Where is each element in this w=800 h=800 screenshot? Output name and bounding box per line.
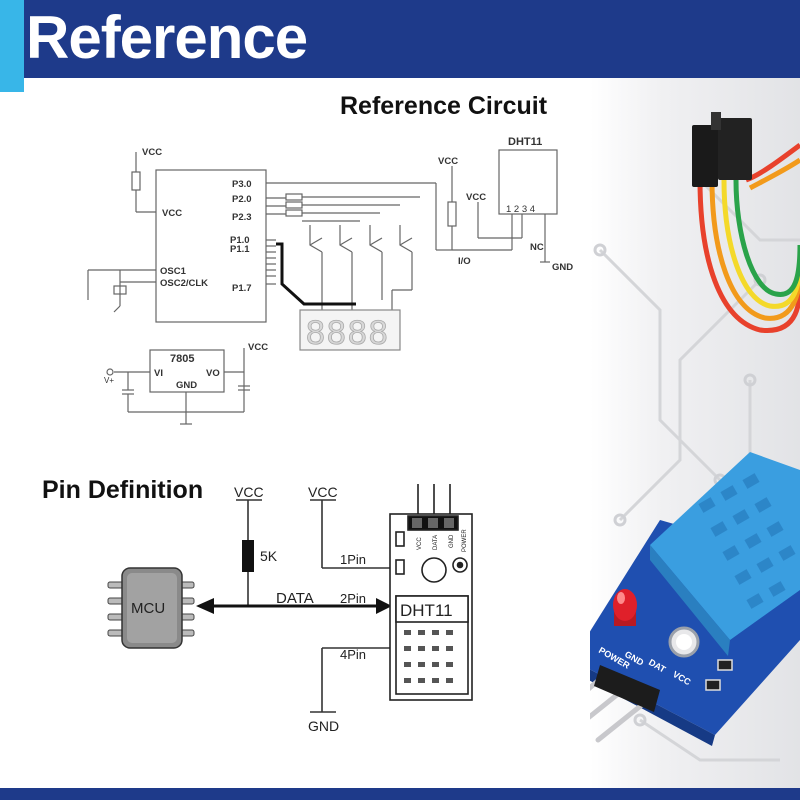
header-bar <box>0 0 800 78</box>
ref-gnd: GND <box>552 262 573 273</box>
ref-vcc-pullup: VCC <box>438 156 458 167</box>
sensor-grid <box>404 630 453 683</box>
header-pin-data: DATA <box>433 535 439 550</box>
reference-circuit-title: Reference Circuit <box>340 92 548 120</box>
pin-definition-title: Pin Definition <box>42 476 204 504</box>
ref-regulator: 7805 <box>170 353 194 365</box>
ref-reg-gnd: GND <box>176 380 197 391</box>
ref-pin-p20: P2.0 <box>232 194 252 205</box>
header-pin-gnd: GND <box>449 534 455 548</box>
pin-resistor-label: 5K <box>260 548 278 564</box>
pin-data-label: DATA <box>276 590 314 607</box>
dht11-block <box>498 149 558 215</box>
ref-dht11-label: DHT11 <box>508 136 542 148</box>
ref-vcc-left: VCC <box>142 147 162 158</box>
jumper-cable-icon <box>692 112 800 333</box>
ref-vo: VO <box>206 368 220 379</box>
pin-2pin-label: 2Pin <box>340 591 366 606</box>
ref-pin-osc1: OSC1 <box>160 266 187 277</box>
ref-reg-vcc: VCC <box>248 342 268 353</box>
ref-pin-p23: P2.3 <box>232 212 252 223</box>
dht11-module-icon: POWER GND DAT VCC <box>590 452 800 746</box>
pin-definition-diagram: VCC VCC 5K MCU DATA 1Pin 2Pin 4Pin GND D… <box>107 484 473 734</box>
mcu-chip-icon <box>107 567 195 649</box>
pin-1pin-label: 1Pin <box>340 552 366 567</box>
ref-pin-p17: P1.7 <box>232 283 252 294</box>
pin-4pin-label: 4Pin <box>340 647 366 662</box>
seven-segment-display <box>299 309 401 351</box>
ref-vcc-dht: VCC <box>466 192 486 203</box>
seven-segment-digits: 8888 <box>306 314 390 352</box>
ref-pin-p11: P1.1 <box>230 244 250 255</box>
dht11-module-outline <box>389 484 473 701</box>
ref-dht11-pins: 1 2 3 4 <box>506 204 535 215</box>
led-icon <box>613 589 637 626</box>
ref-vcc-mcu: VCC <box>162 208 182 219</box>
header-power-label: POWER <box>462 529 468 552</box>
reference-circuit-diagram: 8888 VCC VCC P3.0 P2.0 P2.3 P1.0 P1.1 P1… <box>87 136 573 425</box>
pin-vcc-left: VCC <box>234 484 264 500</box>
header-accent <box>0 0 24 92</box>
ref-vin: V+ <box>104 376 114 385</box>
pin-module-label: DHT11 <box>400 601 453 620</box>
pin-gnd-label: GND <box>308 718 339 734</box>
ref-io: I/O <box>458 256 471 267</box>
header-pin-vcc: VCC <box>417 537 423 550</box>
pin-vcc-right: VCC <box>308 484 338 500</box>
ref-pin-osc2: OSC2/CLK <box>160 278 208 289</box>
ref-nc: NC <box>530 242 544 253</box>
ref-pin-p30: P3.0 <box>232 179 252 190</box>
product-photo: POWER GND DAT VCC <box>590 78 800 788</box>
pin-mcu-label: MCU <box>131 600 165 617</box>
pullup-resistor <box>242 540 254 572</box>
footer-bar <box>0 788 800 800</box>
page-title: Reference <box>26 4 308 71</box>
ref-vi: VI <box>154 368 163 379</box>
regulator-7805 <box>149 349 225 393</box>
ref-pin-p10: P1.0 <box>230 235 250 246</box>
